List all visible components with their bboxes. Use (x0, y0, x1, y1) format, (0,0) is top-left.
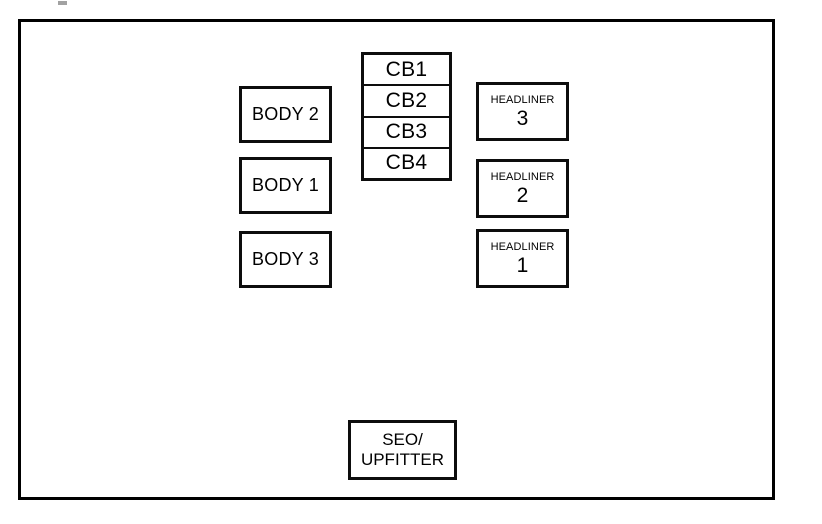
cb-1-label: CB1 (385, 57, 428, 81)
cb-4-label: CB4 (385, 151, 428, 175)
seo-upfitter-line-2: UPFITTER (360, 450, 445, 469)
headliner-1-label: HEADLINER (490, 241, 555, 254)
body-3-box[interactable]: BODY 3 (239, 231, 332, 288)
headliner-1-number: 1 (516, 253, 529, 277)
cb-2-label: CB2 (385, 88, 428, 112)
seo-upfitter-box[interactable]: SEO/ UPFITTER (348, 420, 457, 480)
body-2-box[interactable]: BODY 2 (239, 86, 332, 143)
headliner-2-label: HEADLINER (490, 171, 555, 184)
body-1-box[interactable]: BODY 1 (239, 157, 332, 214)
headliner-3-number: 3 (516, 106, 529, 130)
seo-upfitter-line-1: SEO/ (382, 429, 423, 449)
cb-3-cell[interactable]: CB3 (364, 118, 449, 149)
cb-1-cell[interactable]: CB1 (364, 55, 449, 87)
headliner-2-box[interactable]: HEADLINER 2 (476, 159, 569, 218)
outer-enclosure: BODY 2 BODY 1 BODY 3 CB1 CB2 CB3 CB4 HEA (18, 19, 775, 500)
cb-2-cell[interactable]: CB2 (364, 86, 449, 118)
body-1-label: BODY 1 (252, 175, 319, 196)
body-3-label: BODY 3 (252, 249, 319, 270)
circuit-breaker-stack: CB1 CB2 CB3 CB4 (361, 52, 452, 181)
cb-3-label: CB3 (385, 120, 428, 144)
scan-artifact (58, 1, 67, 5)
body-2-label: BODY 2 (252, 104, 319, 125)
headliner-3-label: HEADLINER (490, 94, 555, 107)
headliner-1-box[interactable]: HEADLINER 1 (476, 229, 569, 288)
headliner-3-box[interactable]: HEADLINER 3 (476, 82, 569, 141)
cb-4-cell[interactable]: CB4 (364, 149, 449, 178)
headliner-2-number: 2 (516, 183, 529, 207)
